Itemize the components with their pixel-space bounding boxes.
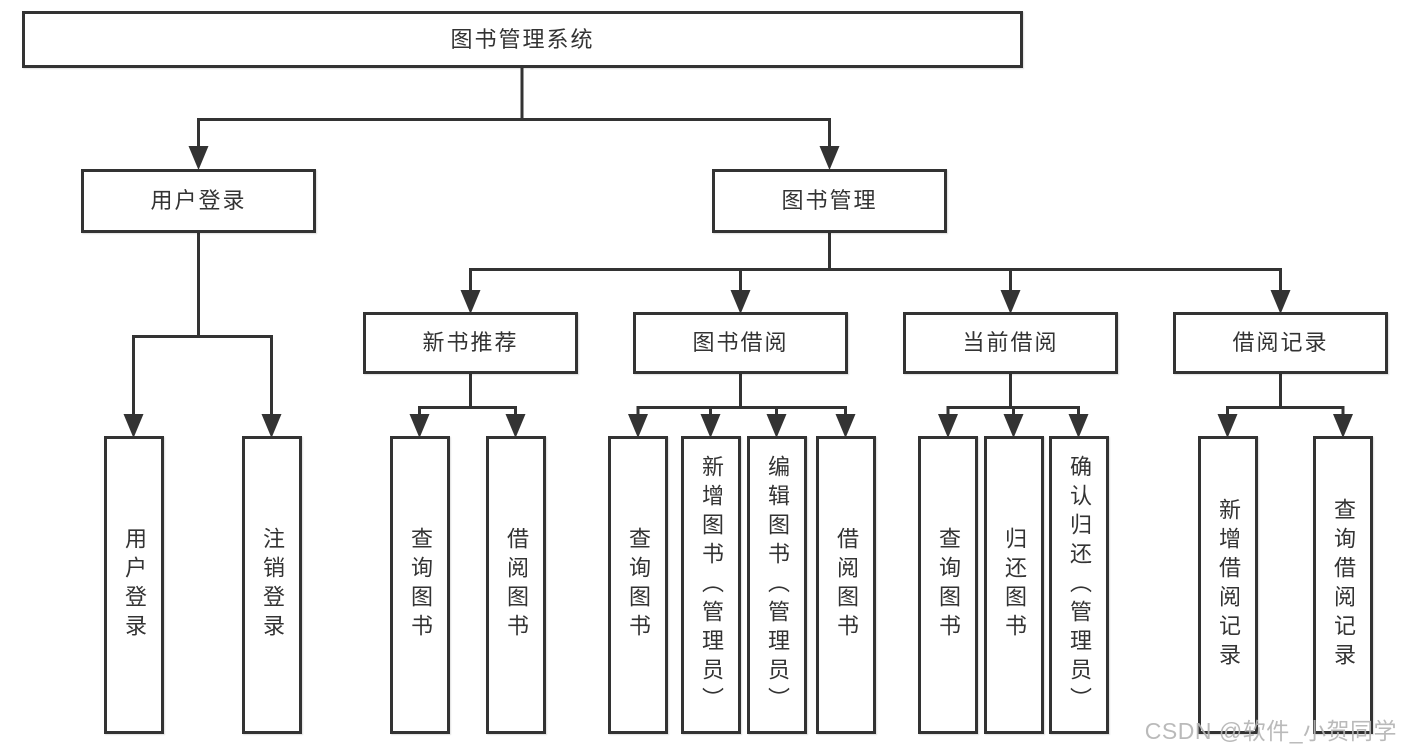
arrowhead [1003, 414, 1024, 438]
node-leaf-add-books-admin: 新增图书（管理员） [681, 436, 741, 734]
node-label: 查询图书 [626, 527, 651, 643]
node-new-book-recommendation: 新书推荐 [363, 312, 578, 374]
node-leaf-user-login: 用户登录 [104, 436, 164, 734]
arrowhead [700, 414, 721, 438]
arrowhead [409, 414, 430, 438]
arrowhead [188, 146, 209, 170]
connector-borrow-records-bar [1226, 406, 1345, 418]
node-label: 编辑图书（管理员） [765, 454, 790, 716]
node-leaf-query-books-current: 查询图书 [918, 436, 978, 734]
node-label: 注销登录 [260, 527, 285, 643]
node-leaf-borrow-books-recommend: 借阅图书 [486, 436, 546, 734]
connector-root-bar [197, 118, 831, 152]
node-label: 借阅图书 [834, 527, 859, 643]
arrowhead [505, 414, 526, 438]
arrowhead [835, 414, 856, 438]
arrowhead [730, 290, 751, 314]
arrowhead [819, 146, 840, 170]
node-label: 新增图书（管理员） [699, 454, 724, 716]
node-user-login: 用户登录 [81, 169, 316, 233]
node-leaf-logout: 注销登录 [242, 436, 302, 734]
connector-new-book-bar [418, 406, 517, 418]
arrowhead [1000, 290, 1021, 314]
node-label: 归还图书 [1002, 527, 1027, 643]
csdn-watermark: CSDN @软件_小贺同学 [1144, 718, 1397, 744]
node-leaf-query-books-recommend: 查询图书 [390, 436, 450, 734]
node-current-borrowing: 当前借阅 [903, 312, 1118, 374]
node-leaf-borrow-books: 借阅图书 [816, 436, 876, 734]
node-label: 用户登录 [122, 527, 147, 643]
node-leaf-confirm-return-admin: 确认归还（管理员） [1049, 436, 1109, 734]
node-leaf-query-borrow-record: 查询借阅记录 [1313, 436, 1373, 734]
node-label: 确认归还（管理员） [1067, 454, 1092, 716]
node-leaf-edit-books-admin: 编辑图书（管理员） [747, 436, 807, 734]
arrowhead [1333, 414, 1353, 438]
arrowhead [123, 414, 144, 438]
arrowhead [1068, 414, 1089, 438]
connector-user-login-bar [132, 335, 273, 418]
node-label: 新增借阅记录 [1216, 498, 1241, 672]
node-label: 查询借阅记录 [1331, 498, 1356, 672]
arrowhead [1217, 414, 1238, 438]
arrowhead [460, 290, 481, 314]
connector-book-mgmt-bar [469, 268, 1282, 292]
node-label: 借阅图书 [504, 527, 529, 643]
node-book-management-system: 图书管理系统 [22, 11, 1023, 68]
node-label: 查询图书 [936, 527, 961, 643]
node-label: 查询图书 [408, 527, 433, 643]
node-book-borrowing: 图书借阅 [633, 312, 848, 374]
node-leaf-return-books: 归还图书 [984, 436, 1044, 734]
arrowhead [1270, 290, 1291, 314]
arrowhead [628, 414, 648, 438]
node-leaf-query-books-borrowing: 查询图书 [608, 436, 668, 734]
arrowhead [938, 414, 958, 438]
arrowhead [261, 414, 282, 438]
connector-book-borrow-bar [636, 406, 847, 418]
node-leaf-add-borrow-record: 新增借阅记录 [1198, 436, 1258, 734]
node-borrowing-records: 借阅记录 [1173, 312, 1388, 374]
node-book-management: 图书管理 [712, 169, 947, 233]
arrowhead [766, 414, 787, 438]
